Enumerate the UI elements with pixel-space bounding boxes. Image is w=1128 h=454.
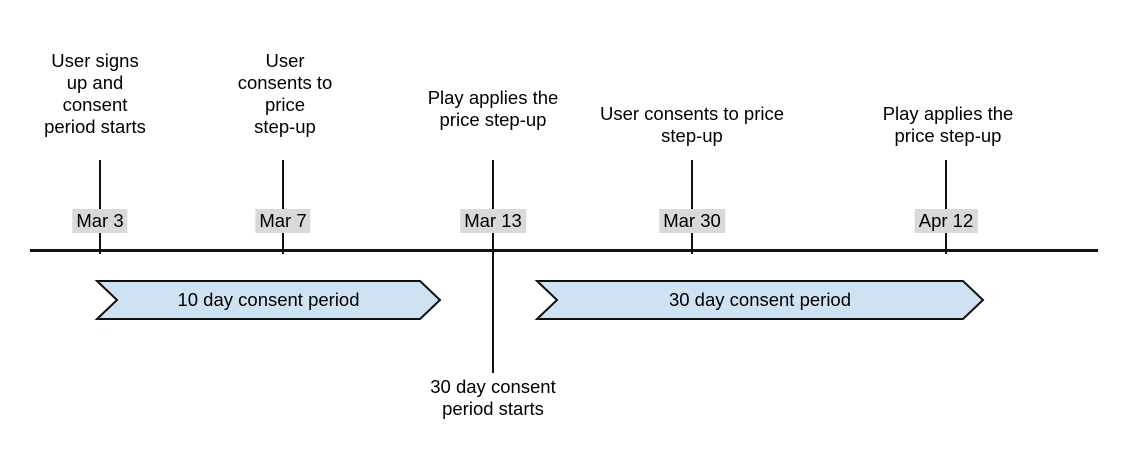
period-arrow-30day-shape	[535, 280, 985, 320]
tick-line-mar13-below	[492, 252, 494, 373]
date-label-apr12: Apr 12	[914, 209, 978, 233]
timeline-axis	[30, 249, 1098, 252]
event-title-apply-2: Play applies the price step-up	[882, 103, 1014, 146]
event-title-apply-1: Play applies the price step-up	[427, 87, 559, 130]
tick-line-mar7	[282, 160, 284, 254]
period-label-30day: 30 day consent period	[668, 289, 852, 310]
event-title-consent-1: User consents to price step-up	[237, 50, 333, 137]
period-arrow-10day-shape	[95, 280, 442, 320]
date-label-mar30: Mar 30	[659, 209, 725, 233]
date-label-mar7: Mar 7	[255, 209, 311, 233]
date-label-mar13: Mar 13	[460, 209, 526, 233]
tick-line-mar13	[492, 160, 494, 254]
note-30day-period-starts: 30 day consent period starts	[430, 376, 556, 419]
tick-line-mar30	[691, 160, 693, 254]
period-arrow-30day	[535, 280, 985, 320]
event-title-signup: User signs up and consent period starts	[44, 50, 146, 137]
period-arrow-10day	[95, 280, 442, 320]
date-label-mar3: Mar 3	[72, 209, 128, 233]
period-label-10day: 10 day consent period	[177, 289, 360, 310]
tick-line-mar3	[99, 160, 101, 254]
event-title-consent-2: User consents to price step-up	[599, 103, 785, 146]
tick-line-apr12	[945, 160, 947, 254]
